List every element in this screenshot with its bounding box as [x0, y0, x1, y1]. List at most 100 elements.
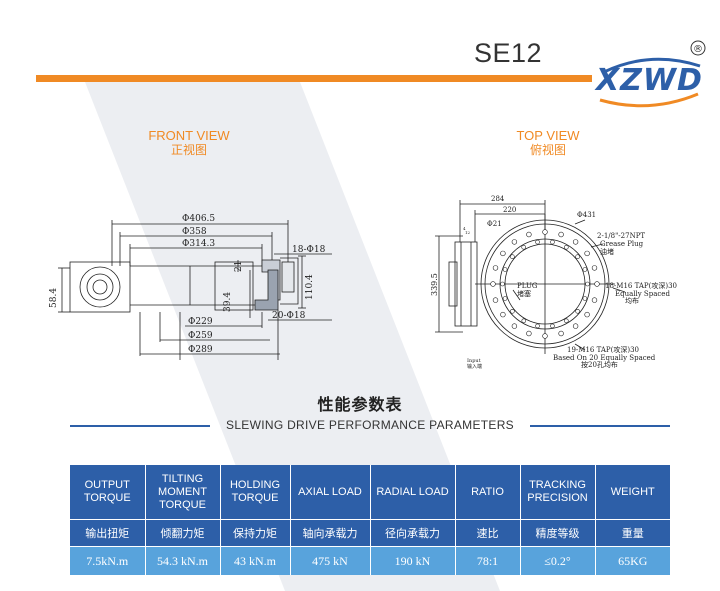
header-cn-cell: 速比	[455, 519, 521, 547]
table-header-cn-row: 输出扭矩 倾翻力矩 保持力矩 轴向承载力 径向承载力 速比 精度等级 重量	[70, 519, 670, 547]
bolt-hole	[584, 311, 590, 318]
table-value-row: 7.5kN.m 54.3 kN.m 43 kN.m 475 kN 190 kN …	[70, 546, 670, 575]
registered-mark: ®	[693, 44, 703, 55]
bolt-hole	[502, 296, 508, 301]
bolt-hole	[510, 309, 515, 314]
value-output-torque: 7.5kN.m	[70, 546, 146, 575]
note-grease-2: Grease Plug	[600, 240, 644, 248]
bolt-hole	[500, 281, 505, 287]
top-view-drawing: 284 220 Φ21 Φ431 339.5 4 12 2-1/8"-27NPT…	[430, 195, 677, 370]
front-view-title-cn: 正视图	[170, 143, 207, 157]
header-weight: WEIGHT	[595, 465, 670, 520]
bolt-hole	[575, 309, 580, 314]
bolt-hole	[511, 323, 518, 329]
dim-d259: Φ259	[188, 331, 213, 341]
dim-holes20: 20-Φ18	[272, 311, 306, 321]
dim-h58: 58.4	[49, 288, 59, 308]
dim-d21: Φ21	[487, 220, 502, 228]
value-weight: 65KG	[595, 546, 670, 575]
dim-h39: 39.4	[223, 292, 233, 312]
bolt-hole	[584, 250, 590, 257]
bolt-hole	[585, 281, 590, 287]
dim-small-b: 12	[465, 230, 471, 235]
header-ratio: RATIO	[455, 465, 521, 520]
bolt-hole	[550, 239, 555, 245]
value-ratio: 78:1	[455, 546, 521, 575]
bolt-hole	[558, 231, 564, 238]
note-plug-1: PLUG	[517, 282, 538, 290]
value-tracking-precision: ≤0.2°	[520, 546, 596, 575]
note-input-2: 输入端	[467, 363, 482, 370]
header-cn-cell: 精度等级	[520, 519, 596, 547]
value-holding-torque: 43 kN.m	[220, 546, 291, 575]
dim-d229: Φ229	[188, 317, 213, 327]
header-cn-cell: 倾翻力矩	[145, 519, 221, 547]
bolt-hole	[564, 318, 569, 324]
bolt-hole	[521, 244, 526, 250]
bolt-hole	[594, 281, 600, 287]
header-axial-load: AXIAL LOAD	[290, 465, 371, 520]
bolt-hole	[572, 239, 579, 245]
bolt-hole	[500, 250, 506, 257]
bolt-hole	[521, 318, 527, 324]
header-cn-cell: 轴向承载力	[290, 519, 371, 547]
bolt-hole	[511, 239, 518, 245]
dim-d406: Φ406.5	[182, 214, 215, 224]
value-radial-load: 190 kN	[370, 546, 456, 575]
dim-w220: 220	[503, 206, 516, 214]
bolt-hole	[490, 281, 496, 287]
note-m16b-3: 按20孔均布	[581, 360, 618, 369]
note-grease-1: 2-1/8"-27NPT	[597, 232, 645, 240]
brand-logo: XZWD ®	[594, 40, 706, 108]
parameters-title-en: SLEWING DRIVE PERFORMANCE PARAMETERS	[226, 418, 514, 432]
note-m16a-2: Equally Spaced	[615, 290, 670, 298]
bolt-hole	[591, 265, 598, 271]
dim-w284: 284	[491, 195, 505, 203]
bolt-hole	[526, 231, 532, 238]
bolt-hole	[558, 330, 564, 337]
bolt-hole	[572, 323, 579, 329]
subtitle-rule-right	[530, 425, 670, 427]
bolt-hole	[582, 267, 588, 272]
bolt-hole	[591, 297, 598, 303]
note-m16a-3: 均布	[625, 296, 639, 305]
bolt-hole	[492, 265, 499, 271]
bolt-holes	[490, 229, 600, 339]
top-view-title-cn: 俯视图	[529, 143, 566, 157]
value-tilting-moment-torque: 54.3 kN.m	[145, 546, 221, 575]
dim-d314: Φ314.3	[182, 239, 215, 249]
dim-h110: 110.4	[305, 274, 315, 300]
dim-h339: 339.5	[430, 273, 439, 296]
brand-logo-text: XZWD	[594, 63, 703, 98]
note-plug-2: 堵塞	[517, 289, 531, 298]
bolt-hole	[502, 267, 508, 272]
bolt-hole	[510, 254, 515, 259]
model-name: SE12	[474, 38, 543, 68]
front-view-drawing: Φ406.5 Φ358 Φ314.3 18-Φ18 21 110.4 58.4 …	[49, 214, 332, 360]
top-view-title-en: TOP VIEW	[516, 128, 580, 143]
front-view-title: FRONT VIEW 正视图	[130, 128, 248, 158]
header-cn-cell: 径向承载力	[370, 519, 456, 547]
bolt-hole	[550, 323, 555, 329]
note-m16a-1: 18-M16 TAP(攻深)30	[605, 281, 677, 290]
bolt-hole	[575, 254, 580, 259]
bolt-hole	[492, 297, 499, 303]
note-grease-3: 油堵	[600, 247, 614, 256]
bolt-hole	[500, 311, 506, 318]
bolt-hole	[564, 244, 569, 250]
value-axial-load: 475 kN	[290, 546, 371, 575]
note-m16b-2: Based On 20 Equally Spaced	[553, 354, 656, 362]
note-input-1: Input	[467, 358, 481, 364]
dim-small-a: 4	[463, 226, 466, 231]
dim-d358: Φ358	[182, 227, 207, 237]
bolt-hole	[526, 330, 532, 337]
dim-holes18: 18-Φ18	[292, 245, 326, 255]
header-cn-cell: 输出扭矩	[70, 519, 146, 547]
bolt-hole	[582, 296, 588, 301]
front-view-title-en: FRONT VIEW	[148, 128, 230, 143]
